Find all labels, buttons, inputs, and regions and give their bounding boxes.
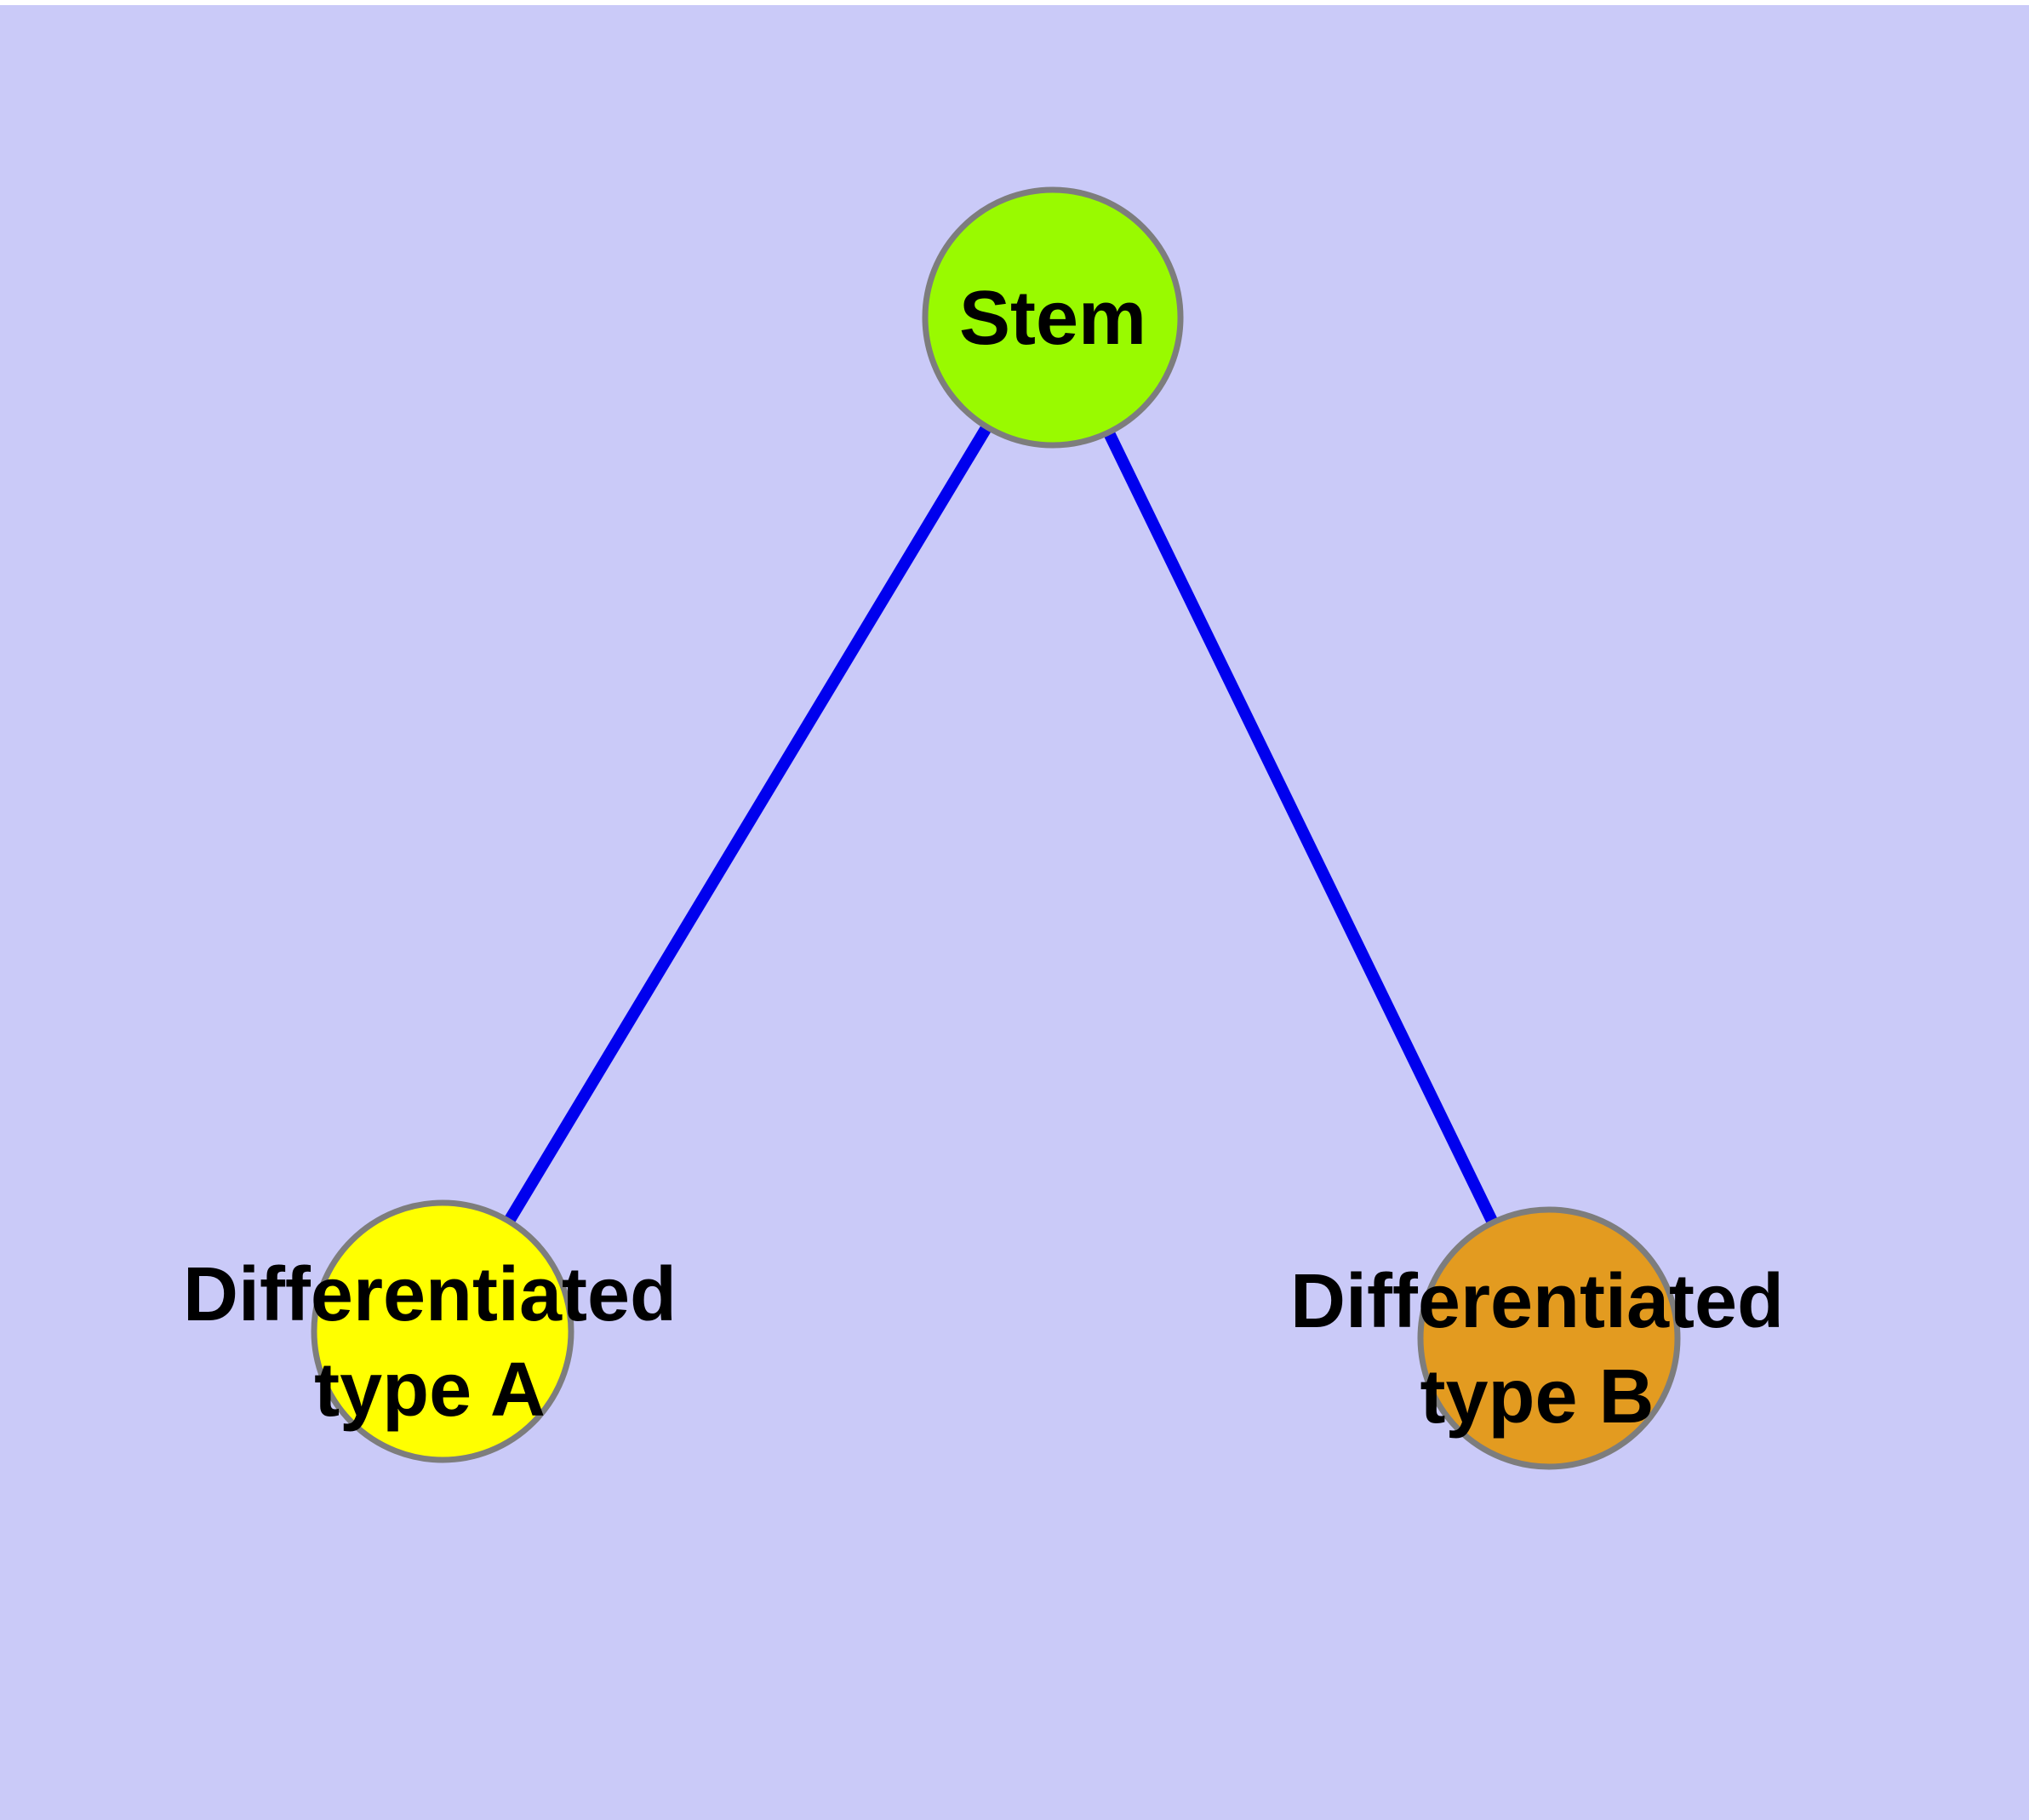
- edge-stem-to-type-a: [437, 314, 1058, 1335]
- differentiated-type-b-node[interactable]: [1417, 1206, 1681, 1470]
- differentiated-type-b-label-line1: Differentiated: [1290, 1259, 1784, 1344]
- differentiated-type-a-node[interactable]: [311, 1199, 574, 1463]
- edge-stem-to-type-b: [1047, 314, 1555, 1342]
- differentiated-type-a-label-line2: type A: [314, 1348, 546, 1433]
- stem-node-label: Stem: [959, 276, 1146, 361]
- differentiated-type-b-label-line2: type B: [1420, 1354, 1654, 1439]
- stem-node[interactable]: [922, 186, 1184, 449]
- differentiated-type-a-label-line1: Differentiated: [183, 1252, 677, 1337]
